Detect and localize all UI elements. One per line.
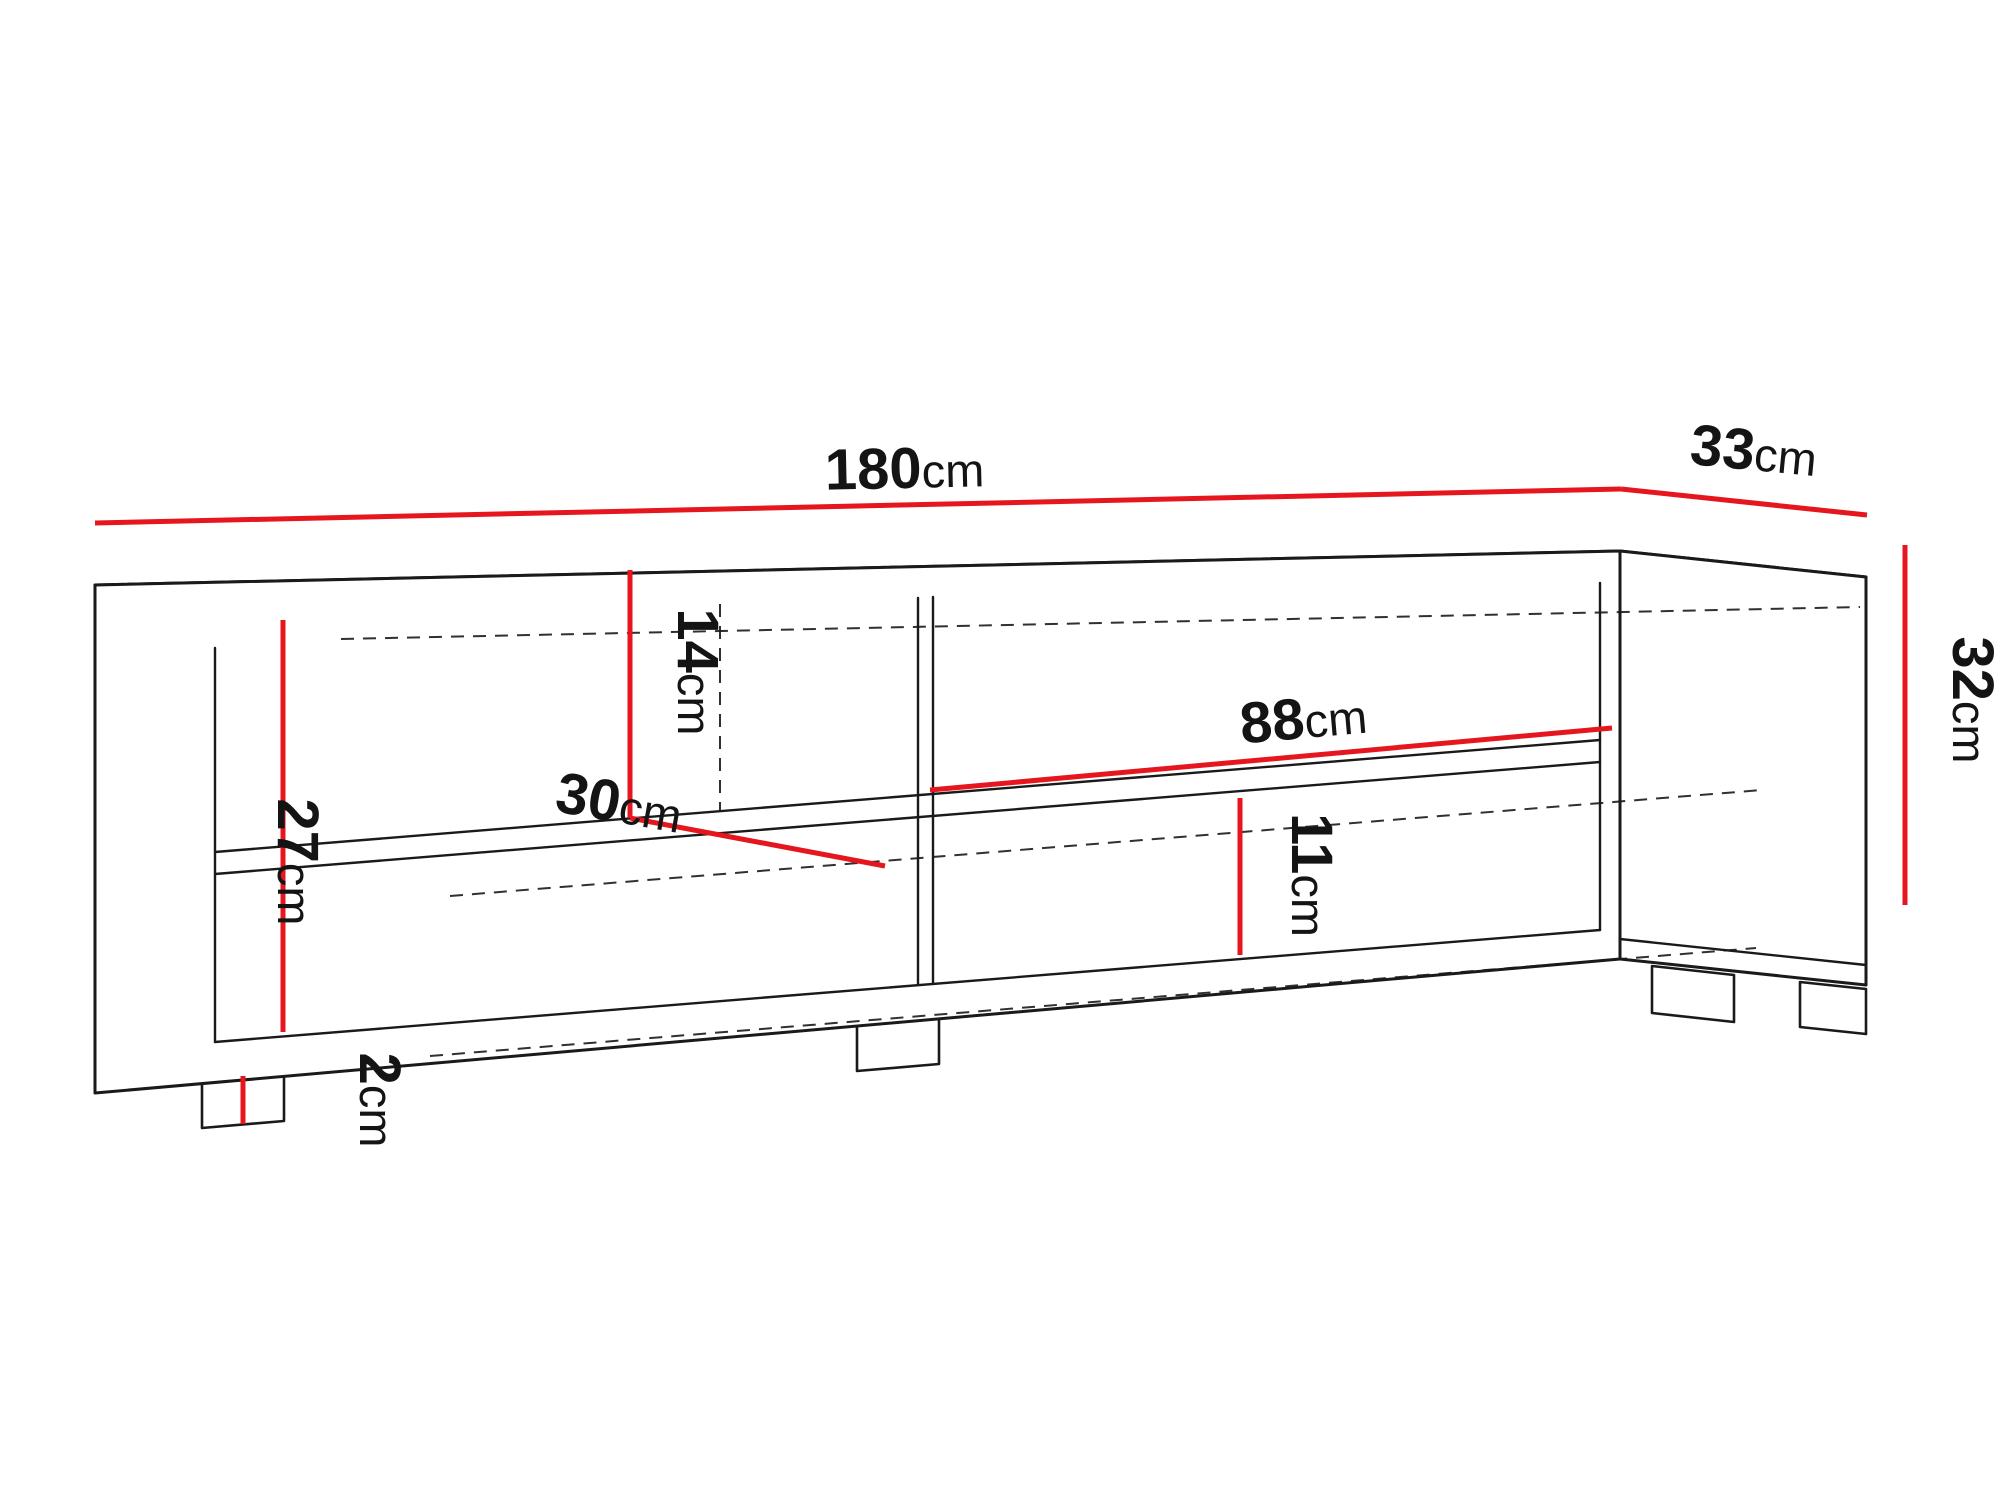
- dimension-unit-height: cm: [1943, 701, 1996, 764]
- dimension-value-width: 180: [824, 436, 922, 503]
- shelf-front-edge: [213, 738, 1602, 854]
- dimension-line-width: [94, 486, 1622, 526]
- dimension-value-left-interior: 27: [265, 798, 330, 863]
- dimension-unit-lower-gap: cm: [1282, 874, 1335, 937]
- dimension-label-foot-height: 2cm: [347, 1053, 412, 1148]
- cabinet-right-face: [1618, 549, 1868, 987]
- bottom-back-hidden-edge: [429, 947, 1757, 1057]
- dimension-label-left-interior: 27cm: [265, 798, 330, 925]
- dimension-line-right-compartment: [929, 725, 1613, 793]
- dimension-unit-right-compartment: cm: [1302, 690, 1369, 748]
- dimension-label-width: 180cm: [824, 434, 985, 503]
- dimension-line-depth: [1620, 486, 1868, 518]
- dimension-unit-left-interior: cm: [268, 863, 321, 926]
- dimension-unit-shelf-depth: cm: [615, 780, 686, 843]
- dimension-line-shelf-depth: [629, 815, 886, 869]
- cabinet-body: [93, 549, 1868, 1095]
- right-face-plinth-edge: [1618, 937, 1868, 967]
- dimension-label-right-compartment: 88cm: [1237, 681, 1369, 757]
- dimension-value-height: 32: [1940, 636, 2000, 701]
- dimension-unit-upper-compartment: cm: [668, 673, 721, 736]
- dimension-labels: 180cm 33cm 32cm 14cm 27cm 30cm 88cm 11cm…: [265, 412, 2000, 1147]
- dimension-value-depth: 33: [1687, 412, 1757, 483]
- dimension-value-right-compartment: 88: [1237, 686, 1307, 756]
- foot-right: [1650, 964, 1736, 1024]
- dimension-value-upper-compartment: 14: [665, 608, 730, 673]
- dimension-label-height: 32cm: [1940, 636, 2000, 763]
- dimension-unit-foot-height: cm: [350, 1085, 403, 1148]
- bottom-panel-inner-edge: [213, 928, 1602, 1044]
- back-panel-top-hidden-edge: [340, 606, 1861, 640]
- dimension-label-upper-compartment: 14cm: [665, 608, 730, 735]
- dimension-label-lower-gap: 11cm: [1279, 813, 1344, 937]
- dimension-lines: [94, 486, 1908, 1124]
- shelf-front-lower-edge: [213, 760, 1602, 876]
- cabinet-feet: [200, 964, 1868, 1130]
- dimension-value-lower-gap: 11: [1279, 813, 1344, 874]
- dimension-value-foot-height: 2: [347, 1053, 412, 1085]
- dimension-unit-width: cm: [921, 443, 985, 497]
- dimension-label-depth: 33cm: [1687, 412, 1820, 489]
- foot-back-right: [1798, 980, 1868, 1036]
- dimension-label-shelf-depth: 30cm: [551, 760, 688, 846]
- dimension-value-shelf-depth: 30: [551, 760, 626, 835]
- dimension-unit-depth: cm: [1752, 427, 1819, 486]
